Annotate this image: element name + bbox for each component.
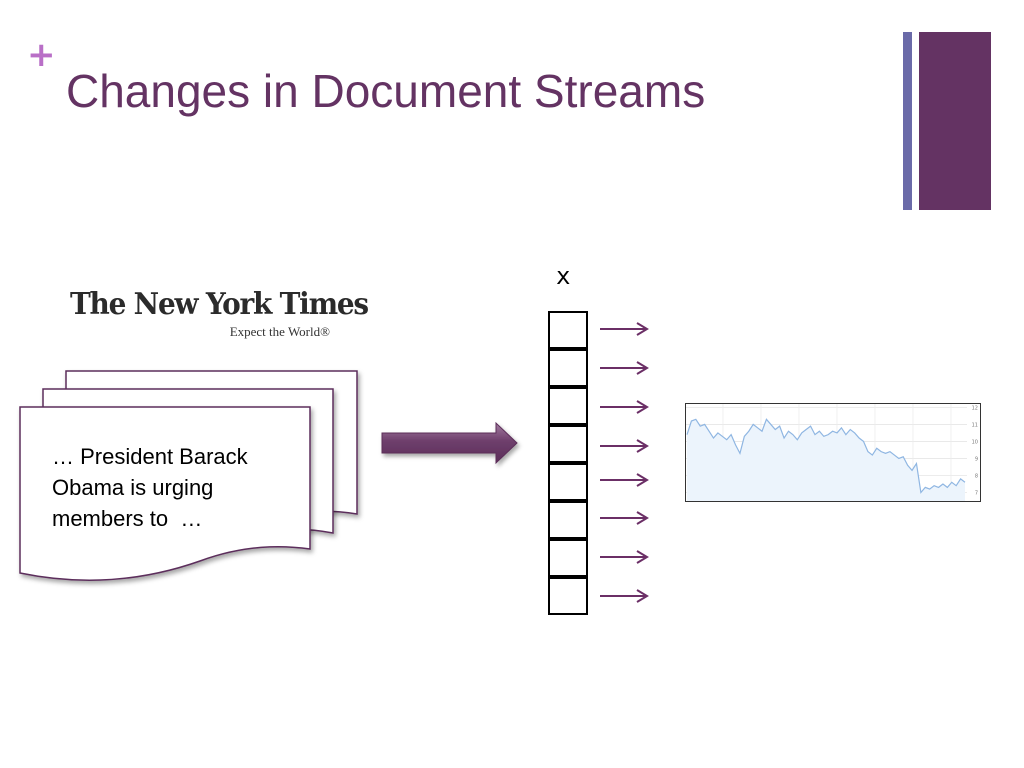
- slide-title: Changes in Document Streams: [66, 65, 706, 117]
- vector-cell: [548, 539, 588, 577]
- chart-y-tick-label: 12: [972, 405, 978, 411]
- decorative-thin-bar: [903, 32, 912, 210]
- vector-cell: [548, 425, 588, 463]
- vector-cell: [548, 387, 588, 425]
- chart-area: [687, 419, 965, 501]
- decorative-wide-bar: [919, 32, 991, 210]
- document-text: … President Barack Obama is urging membe…: [52, 441, 307, 534]
- chart-y-tick-label: 11: [972, 422, 978, 428]
- vector-cell: [548, 463, 588, 501]
- vector-label: x: [556, 262, 571, 290]
- vector-cell: [548, 577, 588, 615]
- plus-icon: +: [27, 35, 56, 75]
- time-series-chart: 12 11 10 9 8 7: [685, 403, 981, 502]
- document-text-line: … President Barack: [52, 444, 248, 469]
- chart-y-tick-label: 8: [975, 473, 978, 479]
- document-page-front: [19, 406, 311, 581]
- logo-wordmark: The New York Times: [70, 287, 369, 322]
- vector-cell: [548, 501, 588, 539]
- chart-series-line: [686, 418, 966, 494]
- chart-y-tick-label: 9: [975, 456, 978, 462]
- chart-y-tick-label: 10: [972, 439, 978, 445]
- logo-tagline: Expect the World®: [229, 324, 330, 339]
- document-text-line: members to …: [52, 506, 203, 531]
- document-text-line: Obama is urging: [52, 475, 214, 500]
- vector-cell: [548, 311, 588, 349]
- chart-y-tick-label: 7: [975, 490, 978, 496]
- vector-cell: [548, 349, 588, 387]
- nyt-logo: The New York Times Expect the World®: [70, 290, 369, 345]
